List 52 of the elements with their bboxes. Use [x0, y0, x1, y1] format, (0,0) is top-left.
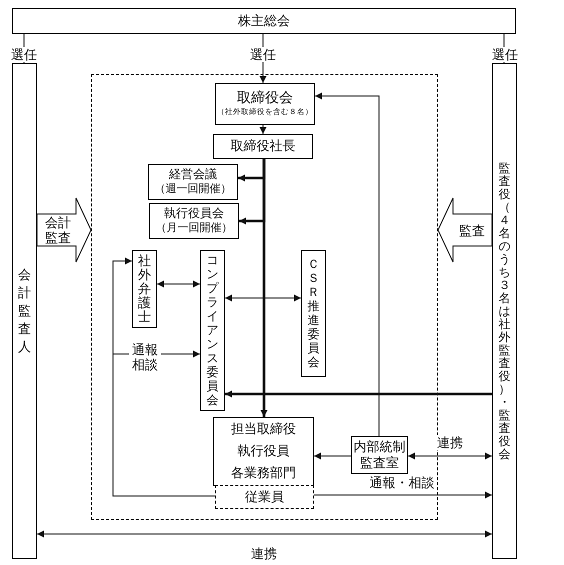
president-box	[212, 134, 313, 159]
edge-label: 選任	[249, 46, 277, 62]
vertical-box	[300, 250, 326, 377]
arrow	[260, 124, 266, 134]
edge-label: 選任	[491, 46, 519, 62]
edge-label: 通報相談	[129, 342, 161, 372]
box-text: 社外弁護士	[138, 254, 151, 324]
box-text: 執行役員会	[164, 206, 224, 222]
edge-label: 選任	[10, 46, 38, 62]
department-box	[212, 416, 314, 486]
box-text: 取締役会	[236, 90, 293, 108]
edge-label: 監査	[458, 222, 486, 238]
note-text: 執行役員	[237, 443, 290, 460]
box-text: 監査役（４名のうち３名は社外監査役）・監査役会	[498, 162, 510, 460]
arrow	[314, 492, 492, 498]
meeting-box	[148, 202, 239, 239]
box-text: 株主総会	[238, 13, 290, 29]
arrow	[314, 452, 352, 460]
block-arrow	[36, 198, 92, 262]
box-text: 担当取締役	[230, 421, 296, 438]
arrow	[36, 530, 492, 538]
vertical-box	[492, 63, 517, 559]
arrow	[260, 159, 268, 417]
vertical-box	[12, 63, 37, 559]
box-text: 会計監査人	[18, 266, 31, 356]
box-text: ＣＳＲ推進委員会	[307, 257, 320, 370]
edge-label: 連携	[436, 434, 464, 450]
note-text: 各業務部門	[230, 465, 296, 482]
dashed-frame	[91, 74, 438, 520]
meeting-box	[148, 164, 238, 200]
header-box	[12, 8, 516, 34]
vertical-box	[200, 250, 225, 411]
note-text: （週一回開催）	[154, 182, 232, 196]
arrow	[225, 390, 492, 398]
box-text: 従業員	[244, 488, 284, 505]
block-arrow	[437, 198, 492, 262]
edge-label: 会計監査	[44, 215, 72, 245]
box-text: 経営会議	[168, 167, 217, 182]
edge-label: 通報・相談	[368, 474, 436, 490]
arrow	[314, 92, 380, 436]
box-text: コンプライアンス委員会	[206, 253, 218, 408]
arrow	[224, 294, 302, 302]
arrow	[112, 350, 216, 496]
arrow	[408, 452, 492, 460]
edge-label: 連携	[250, 546, 278, 560]
dashed-box	[214, 484, 314, 509]
note-text: （月一回開催）	[155, 221, 232, 236]
box-text: 内部統制監査室	[352, 438, 406, 471]
arrow	[156, 280, 200, 288]
vertical-box	[132, 250, 157, 328]
board-box	[214, 82, 315, 125]
box-text: 取締役社長	[230, 138, 296, 154]
